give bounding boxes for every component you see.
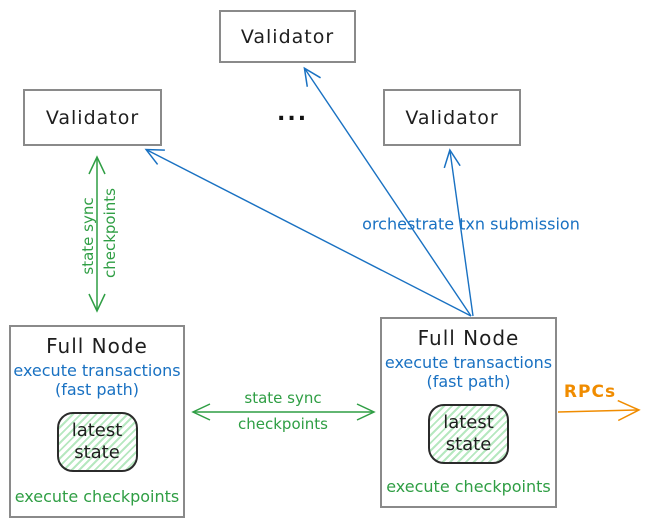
fullnode-left-fast-path: (fast path) [55,380,139,399]
left-state-sync-label-line1: state sync [79,197,97,275]
validator-left-box: Validator [23,89,162,146]
validator-top-label: Validator [240,25,335,48]
fullnode-left-title: Full Node [46,334,148,358]
validator-right-box: Validator [383,89,521,146]
validators-ellipsis: ... [277,101,309,126]
fullnode-left-latest-state-box: latest state [56,412,138,472]
rpcs-label: RPCs [563,382,617,402]
mid-state-sync-label-line2: checkpoints [238,415,328,433]
fullnode-right-box: Full Node execute transactions (fast pat… [380,317,557,508]
edge-orchestrate-to-left-validator [144,148,472,317]
mid-state-sync-label-line1: state sync [244,389,322,407]
fullnode-right-exec-checkpoints: execute checkpoints [386,477,551,496]
validator-right-label: Validator [405,106,499,129]
validator-left-label: Validator [45,106,140,129]
fullnode-left-exec-checkpoints: execute checkpoints [14,487,180,506]
validator-top-box: Validator [219,10,356,63]
fullnode-right-latest-state-box: latest state [428,404,509,464]
edge-orchestrate-to-right-validator [443,148,474,317]
latest-state-line2: state [74,442,120,463]
fullnode-left-box: Full Node execute transactions (fast pat… [9,325,185,518]
fullnode-left-exec-transactions: execute transactions [13,361,181,380]
fullnode-right-title: Full Node [417,326,520,350]
left-state-sync-label-line2: checkpoints [101,188,119,278]
fullnode-right-fast-path: (fast path) [426,372,511,391]
latest-state-line1: latest [443,412,494,433]
fullnode-right-exec-transactions: execute transactions [384,353,553,372]
latest-state-line1: latest [71,420,123,441]
latest-state-line2: state [445,434,492,455]
orchestrate-txn-submission-label: orchestrate txn submission [362,214,580,234]
edge-rpcs [557,399,641,422]
